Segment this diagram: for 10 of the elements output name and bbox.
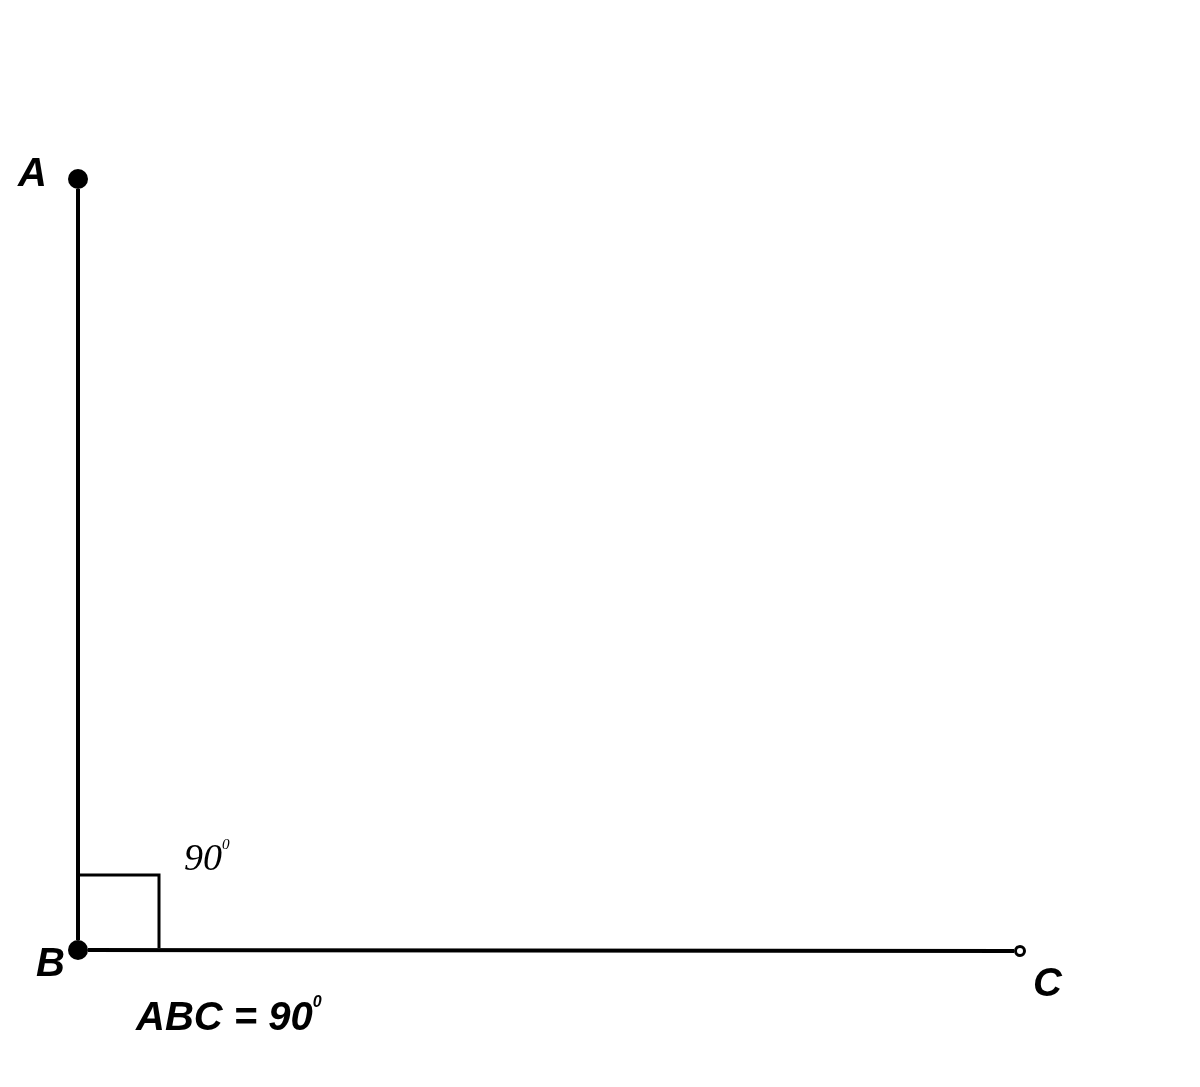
point-label: A [18,152,47,192]
line-segment [76,189,80,940]
angle-label: 90$^{0}$ [184,838,230,876]
angle-equation: ABC = 90$^{0}$ [136,996,322,1036]
point-dot [68,940,88,960]
line-segment [88,948,1014,953]
point-dot [1014,945,1026,957]
point-dot [68,169,88,189]
point-label: B [36,942,65,982]
point-label: C [1033,962,1062,1002]
